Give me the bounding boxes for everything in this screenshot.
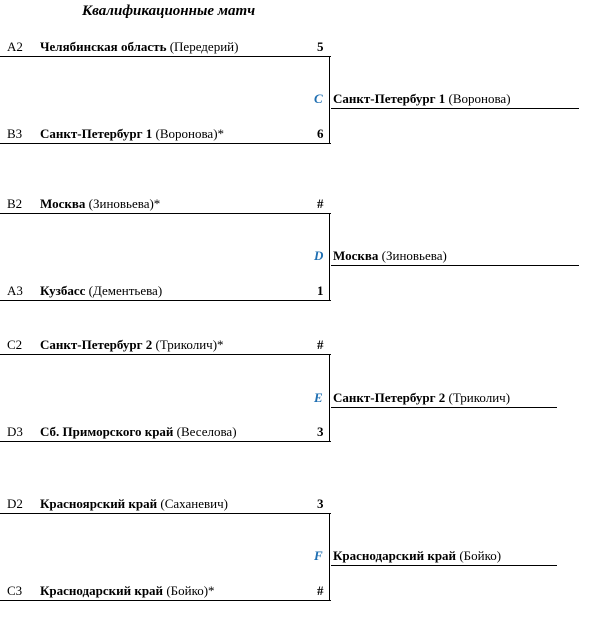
winner-coach: (Триколич) [445,390,511,405]
team-name: Челябинская область (Передерий) [40,39,238,55]
team-name: Санкт-Петербург 1 (Воронова)* [40,126,224,142]
winner-underline [331,565,557,566]
match-c: A2 Челябинская область (Передерий) 5 C С… [0,37,611,147]
winner-name: Санкт-Петербург 2 (Триколич) [333,390,510,406]
match-letter: F [314,548,323,563]
team-score: 6 [317,126,324,141]
team-underline [0,600,331,601]
team-score: # [317,337,324,352]
team-top: C2 Санкт-Петербург 2 (Триколич)* # [0,335,331,355]
winner-coach: (Зиновьева) [378,248,447,263]
team-region: Красноярский край [40,496,158,511]
seed-label: B3 [7,126,23,141]
seed-label: D2 [7,496,23,511]
winner-name: Москва (Зиновьева) [333,248,447,264]
team-coach: (Бойко)* [163,583,215,598]
winner-underline [331,265,579,266]
team-coach: (Триколич)* [152,337,224,352]
winner-region: Санкт-Петербург 1 [333,91,446,106]
winner-coach: (Бойко) [456,548,502,563]
seed-label: B2 [7,196,23,211]
bracket-connector [329,56,330,144]
team-underline [0,300,331,301]
bracket-connector [329,513,330,601]
team-underline [0,441,331,442]
team-score: # [317,196,324,211]
match-letter: D [314,248,324,263]
seed-label: A2 [7,39,23,54]
team-bottom: C3 Краснодарский край (Бойко)* # [0,581,331,601]
winner-region: Краснодарский край [333,548,457,563]
team-name: Санкт-Петербург 2 (Триколич)* [40,337,224,353]
team-name: Москва (Зиновьева)* [40,196,160,212]
winner-name: Краснодарский край (Бойко) [333,548,501,564]
match-f: D2 Красноярский край (Саханевич) 3 F Кра… [0,494,611,604]
team-region: Москва [40,196,86,211]
winner-underline [331,407,557,408]
winner-name: Санкт-Петербург 1 (Воронова) [333,91,511,107]
seed-label: C2 [7,337,23,352]
team-coach: (Дементьева) [85,283,163,298]
bracket-title: Квалификационные матч [82,3,256,19]
match-letter: C [314,91,323,106]
team-region: Краснодарский край [40,583,164,598]
team-coach: (Зиновьева)* [85,196,161,211]
team-underline [0,143,331,144]
team-score: # [317,583,324,598]
team-top: B2 Москва (Зиновьева)* # [0,194,331,214]
team-score: 1 [317,283,324,298]
winner-slot: Москва (Зиновьева) [331,246,579,266]
winner-slot: Санкт-Петербург 1 (Воронова) [331,89,579,109]
team-name: Сб. Приморского край (Веселова) [40,424,237,440]
team-bottom: D3 Сб. Приморского край (Веселова) 3 [0,422,331,442]
team-coach: (Передерий) [166,39,239,54]
team-score: 3 [317,496,324,511]
bracket-connector [329,213,330,301]
team-top: D2 Красноярский край (Саханевич) 3 [0,494,331,514]
team-region: Санкт-Петербург 2 [40,337,153,352]
team-name: Красноярский край (Саханевич) [40,496,228,512]
winner-region: Москва [333,248,379,263]
team-score: 3 [317,424,324,439]
match-letter: E [314,390,323,405]
team-bottom: A3 Кузбасс (Дементьева) 1 [0,281,331,301]
winner-region: Санкт-Петербург 2 [333,390,446,405]
team-bottom: B3 Санкт-Петербург 1 (Воронова)* 6 [0,124,331,144]
team-name: Краснодарский край (Бойко)* [40,583,215,599]
winner-slot: Санкт-Петербург 2 (Триколич) [331,388,557,408]
team-underline [0,513,331,514]
team-region: Сб. Приморского край [40,424,174,439]
team-region: Кузбасс [40,283,86,298]
team-coach: (Веселова) [173,424,237,439]
winner-coach: (Воронова) [445,91,511,106]
team-region: Санкт-Петербург 1 [40,126,153,141]
team-score: 5 [317,39,324,54]
seed-label: C3 [7,583,23,598]
team-coach: (Воронова)* [152,126,225,141]
seed-label: D3 [7,424,23,439]
team-top: A2 Челябинская область (Передерий) 5 [0,37,331,57]
bracket-connector [329,354,330,442]
team-coach: (Саханевич) [157,496,228,511]
team-region: Челябинская область [40,39,167,54]
winner-underline [331,108,579,109]
team-name: Кузбасс (Дементьева) [40,283,162,299]
team-underline [0,354,331,355]
match-e: C2 Санкт-Петербург 2 (Триколич)* # E Сан… [0,335,611,445]
seed-label: A3 [7,283,23,298]
team-underline [0,56,331,57]
winner-slot: Краснодарский край (Бойко) [331,546,557,566]
team-underline [0,213,331,214]
match-d: B2 Москва (Зиновьева)* # D Москва (Зинов… [0,194,611,304]
